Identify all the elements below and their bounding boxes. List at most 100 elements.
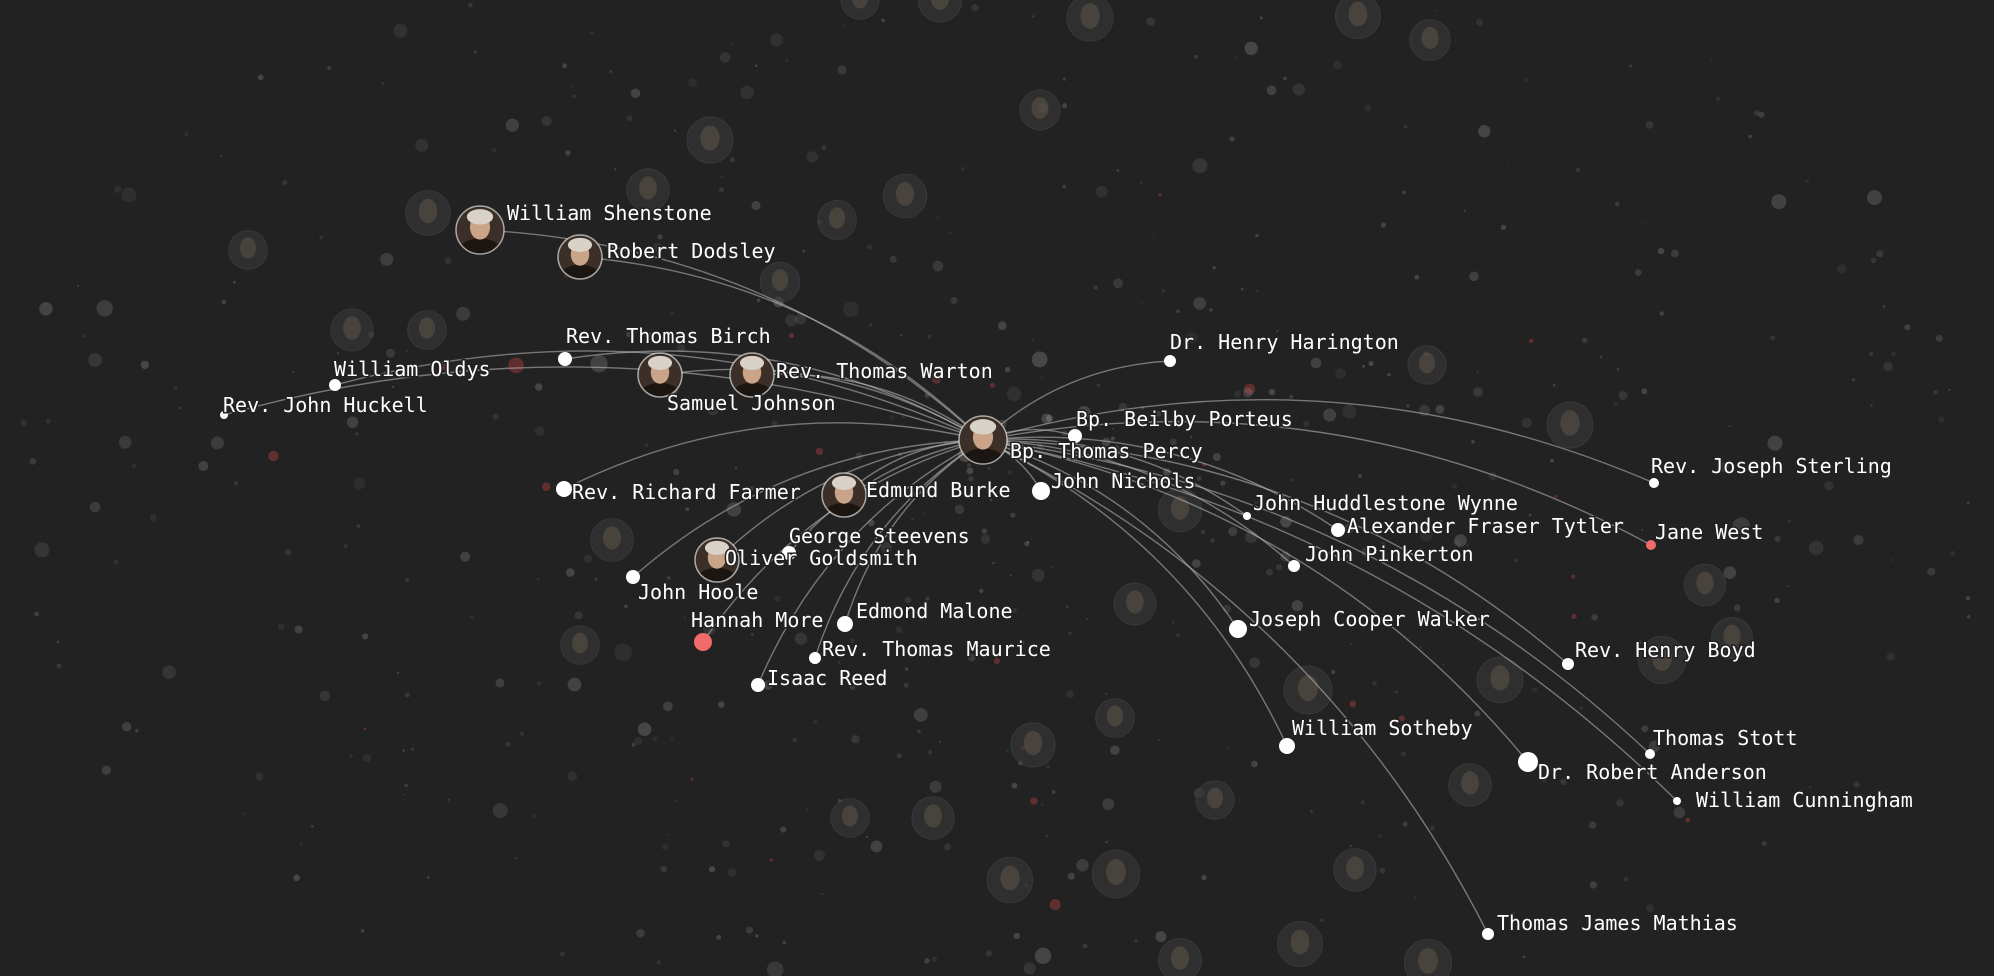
background-node (971, 3, 979, 12)
background-node (1041, 413, 1052, 424)
node-dot[interactable] (1068, 429, 1082, 443)
background-node (140, 360, 150, 370)
background-node (1378, 834, 1382, 838)
background-node (751, 200, 761, 211)
node-wynne[interactable] (1243, 512, 1251, 520)
node-dot[interactable] (1482, 928, 1494, 940)
background-node (1528, 338, 1534, 344)
background-node (889, 494, 892, 498)
node-dot[interactable] (1562, 658, 1574, 670)
node-anderson[interactable] (1518, 752, 1538, 772)
node-harington[interactable] (1164, 355, 1176, 367)
background-node (1027, 541, 1030, 544)
background-node (362, 633, 369, 640)
node-nichols[interactable] (1032, 482, 1050, 500)
node-dot[interactable] (1673, 797, 1681, 805)
node-dot[interactable] (220, 411, 228, 419)
background-node (868, 323, 873, 327)
background-node (865, 835, 869, 838)
node-dot[interactable] (558, 352, 572, 366)
background-node (1228, 526, 1238, 537)
node-dot[interactable] (626, 570, 640, 584)
background-node (1344, 523, 1355, 534)
node-dot[interactable] (1645, 749, 1655, 759)
node-sterling[interactable] (1649, 478, 1659, 488)
background-node (1113, 445, 1120, 452)
node-burke[interactable] (821, 472, 867, 529)
node-maurice[interactable] (809, 652, 821, 664)
node-label-birch: Rev. Thomas Birch (566, 324, 771, 348)
node-dot[interactable] (1288, 560, 1300, 572)
background-node (1499, 523, 1504, 528)
node-dot[interactable] (1243, 512, 1251, 520)
node-sotheby[interactable] (1279, 738, 1295, 754)
node-shenstone[interactable] (455, 205, 505, 267)
node-porteus[interactable] (1068, 429, 1082, 443)
node-dot[interactable] (751, 678, 765, 692)
background-node (1155, 931, 1167, 943)
background-node (319, 690, 331, 702)
node-dot[interactable] (1229, 620, 1247, 638)
background-node (966, 467, 974, 475)
female-node-dot[interactable] (694, 633, 712, 651)
node-huckell[interactable] (220, 411, 228, 419)
node-dot[interactable] (809, 652, 821, 664)
background-node (1512, 911, 1516, 915)
node-dot[interactable] (837, 616, 853, 632)
node-dot[interactable] (1518, 752, 1538, 772)
background-node (1646, 904, 1654, 913)
node-dot[interactable] (329, 379, 341, 391)
node-west[interactable] (1646, 540, 1656, 550)
node-dot[interactable] (1649, 478, 1659, 488)
background-node (929, 780, 942, 793)
edge-percy-hoole (632, 439, 984, 578)
background-node (726, 502, 742, 517)
node-dot[interactable] (1032, 482, 1050, 500)
node-johnson[interactable] (637, 352, 683, 409)
node-goldsmith[interactable] (694, 537, 740, 594)
background-node (403, 793, 406, 796)
node-dot[interactable] (782, 546, 796, 560)
node-dot[interactable] (556, 481, 572, 497)
node-birch[interactable] (558, 352, 572, 366)
node-boyd[interactable] (1562, 658, 1574, 670)
background-node (954, 504, 965, 515)
node-reed[interactable] (751, 678, 765, 692)
background-node (716, 935, 722, 940)
node-malone[interactable] (837, 616, 853, 632)
node-dot[interactable] (1279, 738, 1295, 754)
background-node (381, 82, 385, 85)
node-dot[interactable] (1164, 355, 1176, 367)
node-mathias[interactable] (1482, 928, 1494, 940)
node-tytler[interactable] (1331, 523, 1345, 537)
background-node (1170, 438, 1177, 446)
background-node (1589, 821, 1597, 829)
node-dodsley[interactable] (557, 234, 603, 291)
node-walker[interactable] (1229, 620, 1247, 638)
node-hoole[interactable] (626, 570, 640, 584)
node-more[interactable] (694, 633, 712, 651)
background-node (1439, 724, 1446, 730)
background-node (660, 865, 667, 873)
background-node (1004, 366, 1011, 373)
background-node (1355, 530, 1360, 534)
node-warton[interactable] (729, 352, 775, 409)
node-steevens[interactable] (782, 546, 796, 560)
background-node (1067, 872, 1075, 880)
background-node (221, 299, 227, 305)
background-node (794, 632, 808, 645)
node-percy[interactable] (958, 415, 1008, 477)
node-dot[interactable] (1331, 523, 1345, 537)
node-oldys[interactable] (329, 379, 341, 391)
background-node (1040, 803, 1044, 807)
node-cunningham[interactable] (1673, 797, 1681, 805)
node-stott[interactable] (1645, 749, 1655, 759)
node-pinkerton[interactable] (1288, 560, 1300, 572)
node-farmer[interactable] (556, 481, 572, 497)
background-node (821, 145, 827, 150)
background-node (444, 257, 452, 265)
nodes[interactable] (220, 205, 1681, 940)
female-node-dot[interactable] (1646, 540, 1656, 550)
